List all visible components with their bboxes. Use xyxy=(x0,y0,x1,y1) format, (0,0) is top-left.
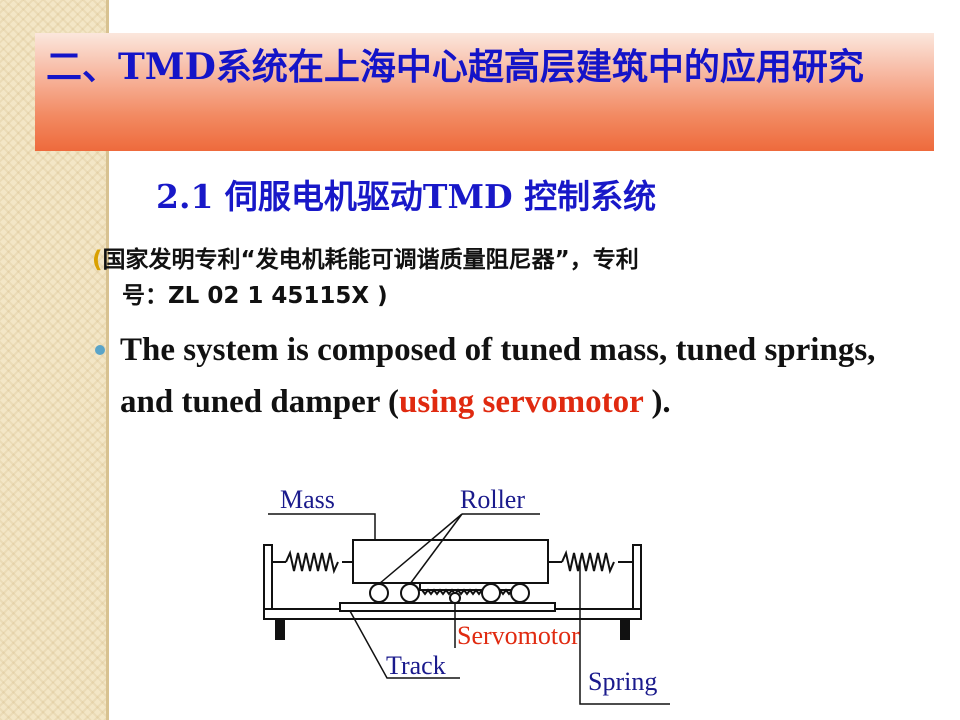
right-spring xyxy=(561,549,615,575)
roller-leader-1 xyxy=(378,513,463,585)
patent-line-2: 号：ZL 02 1 45115X ) xyxy=(122,283,388,309)
roller-3 xyxy=(481,583,501,603)
label-servomotor: Servomotor xyxy=(457,621,580,650)
left-spring xyxy=(285,549,339,575)
patent-note: (国家发明专利“发电机耗能可调谐质量阻尼器”，专利 号：ZL 02 1 4511… xyxy=(92,242,882,314)
label-spring: Spring xyxy=(588,667,657,696)
track-rail xyxy=(339,602,556,612)
roller-leader-2 xyxy=(409,513,463,585)
roller-1 xyxy=(369,583,389,603)
gear-teeth xyxy=(421,588,519,596)
tuned-mass xyxy=(352,539,549,584)
title-banner xyxy=(35,33,934,151)
bullet-text-part-1: The system is composed of tuned mass, tu… xyxy=(120,332,876,420)
servomotor-pinion xyxy=(449,592,461,604)
section-subtitle: 2.1 伺服电机驱动TMD 控制系统 xyxy=(156,177,657,216)
right-foot xyxy=(620,618,630,640)
bullet-text-part-2: ). xyxy=(643,384,671,420)
label-mass: Mass xyxy=(280,485,335,514)
bullet-text-highlight: using servomotor xyxy=(399,384,644,420)
roller-2 xyxy=(400,583,420,603)
spring-leader xyxy=(579,562,670,705)
roller-4 xyxy=(510,583,530,603)
bullet-icon xyxy=(95,345,105,355)
left-foot xyxy=(275,618,285,640)
left-wall xyxy=(263,544,273,614)
patent-line-1: 国家发明专利“发电机耗能可调谐质量阻尼器”，专利 xyxy=(102,247,639,273)
bullet-text: The system is composed of tuned mass, tu… xyxy=(120,324,880,428)
slide-title: 二、TMD系统在上海中心超高层建筑中的应用研究 xyxy=(46,46,864,88)
right-wall xyxy=(632,544,642,614)
side-divider xyxy=(106,0,109,720)
label-roller: Roller xyxy=(460,485,525,514)
mass-leader xyxy=(268,513,376,540)
tmd-diagram: Mass Roller Servomotor Track Spring xyxy=(263,485,670,705)
patent-open-paren: ( xyxy=(92,247,103,273)
label-track: Track xyxy=(386,651,446,680)
track-leader xyxy=(349,610,460,679)
